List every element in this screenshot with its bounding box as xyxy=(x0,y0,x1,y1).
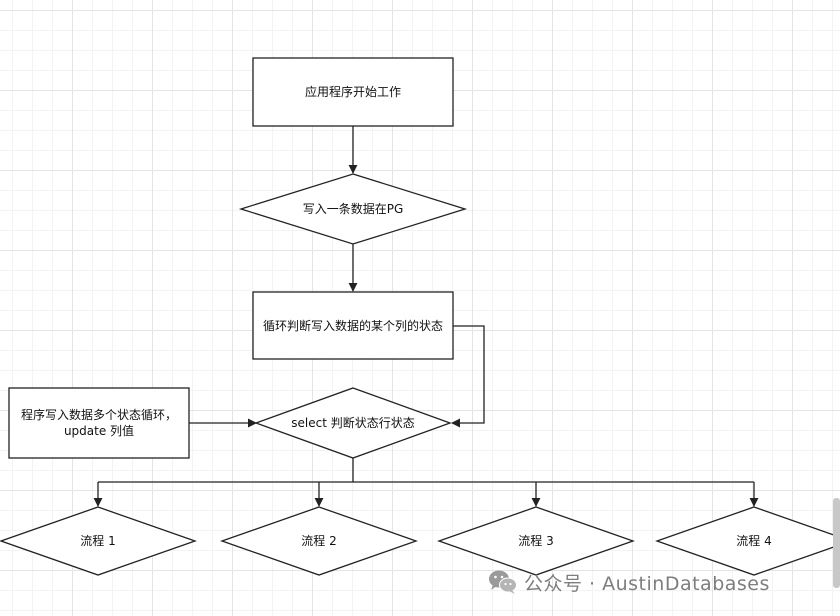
label-program-update: 程序写入数据多个状态循环，update 列值 xyxy=(20,408,177,438)
label-start: 应用程序开始工作 xyxy=(304,85,401,99)
node-flow2-diamond[interactable] xyxy=(220,506,418,576)
node-flow3-diamond[interactable] xyxy=(437,506,635,576)
node-select-check-diamond[interactable] xyxy=(254,387,452,459)
node-start-box[interactable] xyxy=(252,57,454,127)
label-select-check: select 判断状态行状态 xyxy=(291,416,415,430)
label-loop-check: 循环判断写入数据的某个列的状态 xyxy=(263,318,444,333)
label-flow3: 流程 3 xyxy=(518,534,554,548)
edge-loop-to-select xyxy=(451,325,485,428)
label-write-pg: 写入一条数据在PG xyxy=(302,202,404,216)
node-write-pg-diamond[interactable] xyxy=(238,173,468,245)
wechat-icon xyxy=(489,570,517,594)
vertical-scrollbar[interactable] xyxy=(833,498,840,588)
watermark-text: 公众号 · AustinDatabases xyxy=(524,572,770,595)
watermark: 公众号 · AustinDatabases xyxy=(488,568,770,596)
node-flow4-diamond[interactable] xyxy=(655,506,840,576)
node-flow1-diamond[interactable] xyxy=(0,506,197,576)
label-flow2: 流程 2 xyxy=(301,534,337,548)
label-flow4: 流程 4 xyxy=(736,534,772,548)
label-flow1: 流程 1 xyxy=(80,534,116,548)
node-program-update-box[interactable] xyxy=(8,387,190,459)
node-loop-check-box[interactable] xyxy=(252,291,454,360)
